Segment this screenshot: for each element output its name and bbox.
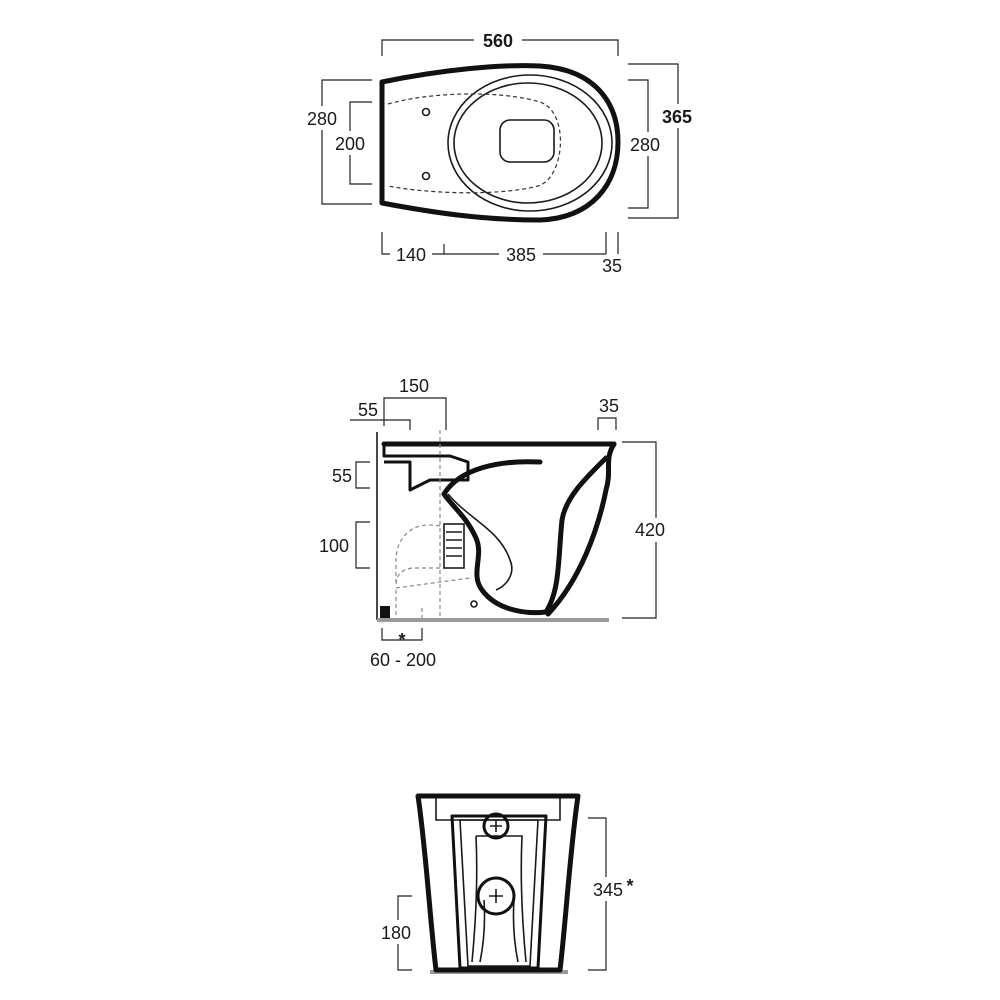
side-view-rear-body [382,444,470,492]
dim-55-top-label: 55 [358,400,378,420]
rear-view-inner-shell [450,814,548,970]
rear-view: 345 * 180 [374,793,634,974]
top-view-bowl-dashed [387,93,561,194]
fixing-hole-bottom [421,171,431,181]
dim-140-label: 140 [396,245,426,265]
dim-180-label: 180 [381,923,411,943]
dim-280-left-label: 280 [307,109,337,129]
dim-asterisk-rear: * [626,876,633,896]
dim-345-label: 345 [593,880,623,900]
dim-420-label: 420 [635,520,665,540]
side-view: 150 55 35 55 100 420 * 60 - 200 [319,376,672,670]
top-view: 560 365 280 280 200 140 385 35 [300,28,698,276]
rear-view-water-inlet [482,812,510,840]
dim-line-280-left [321,79,372,205]
dim-line-150 [383,397,447,430]
top-view-outlet-rect [499,119,555,163]
dim-line-35 [597,417,617,430]
dim-line-55-left [355,461,370,489]
side-view-waste-pipe [395,430,471,618]
dim-150-label: 150 [399,376,429,396]
rear-view-waste-outlet [476,876,516,916]
side-view-outlet [443,523,465,569]
rear-view-recess [471,835,527,963]
dim-280-right-label: 280 [630,135,660,155]
dim-line-60-200 [381,628,423,641]
floor-line [377,618,609,622]
dim-line-55-top [350,419,411,430]
dim-60-200-label: 60 - 200 [370,650,436,670]
side-view-wall-foot [380,606,390,618]
dim-365-label: 365 [662,107,692,127]
top-view-rim-inner [453,82,603,204]
dim-35-side-label: 35 [599,396,619,416]
dim-line-100 [355,521,370,569]
top-view-outline [379,63,621,223]
top-view-rim-outer [447,74,613,212]
dim-100-label: 100 [319,536,349,556]
side-view-trapway [447,493,513,591]
dim-560-label: 560 [483,31,513,51]
dim-55-left-label: 55 [332,466,352,486]
side-view-bowl-inner [441,455,609,616]
fixing-hole-top [421,107,431,117]
dim-385-label: 385 [506,245,536,265]
dim-line-bottom [381,232,619,255]
dim-35-top-label: 35 [602,256,622,276]
dim-asterisk-side: * [398,630,405,650]
dim-200-label: 200 [335,134,365,154]
rear-view-outline [415,793,581,973]
side-view-fix-hole [470,600,478,608]
side-view-bowl-outer [545,441,617,617]
dim-line-365 [628,63,679,219]
